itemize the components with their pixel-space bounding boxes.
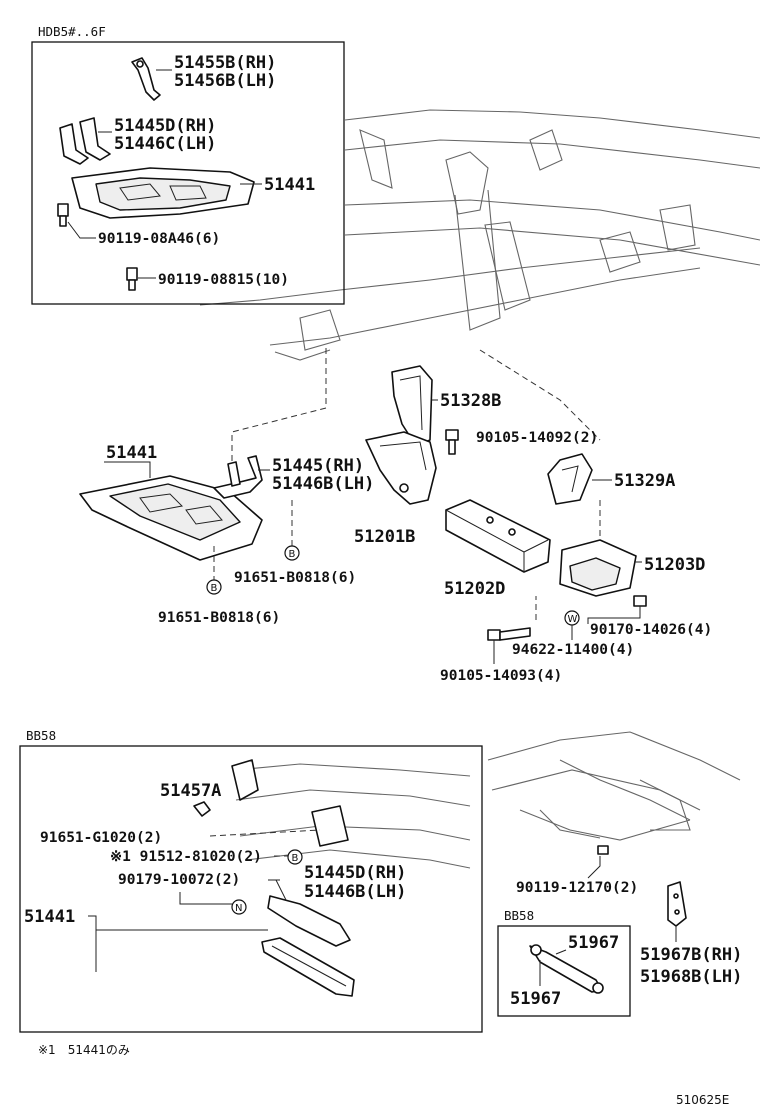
label-90105-14093: 90105-14093(4) <box>440 668 562 684</box>
bolt-90119-12170 <box>597 845 609 855</box>
label-90119-12170: 90119-12170(2) <box>516 880 638 896</box>
chassis-frame-bottom-box <box>231 759 471 869</box>
crossmember-51202d <box>445 499 551 573</box>
sub-variant-box <box>497 925 631 1017</box>
bolt-90105-14092 <box>445 429 459 455</box>
label-90119-08a46: 90119-08A46(6) <box>98 231 220 247</box>
label-51968b-lh: 51968B(LH) <box>640 967 742 987</box>
label-51445-rh: 51445(RH) <box>272 456 364 476</box>
marker-b-bottom <box>287 849 303 865</box>
nut-51457a <box>193 801 211 817</box>
label-51967b-rh: 51967B(RH) <box>640 945 742 965</box>
leader-frame-to-bracket <box>231 348 327 462</box>
bolt-90105-14093 <box>487 627 531 641</box>
bracket-51445 <box>213 455 263 499</box>
chassis-frame-rear <box>487 731 741 841</box>
label-51445d-top: 51445D(RH) <box>114 116 216 136</box>
label-51202d: 51202D <box>444 579 505 599</box>
marker-n <box>231 899 247 915</box>
leader-frame-to-support <box>479 349 601 441</box>
skid-plate-51441-main <box>79 475 263 561</box>
top-variant-label: HDB5#..6F <box>38 24 106 39</box>
leader-91651-g1020 <box>209 829 321 837</box>
label-51329a: 51329A <box>614 471 675 491</box>
label-51446b-lh: 51446B(LH) <box>272 474 374 494</box>
label-91651-b0818-2: 91651-B0818(6) <box>158 610 280 626</box>
label-51967-b: 51967 <box>510 989 561 1009</box>
label-51456b: 51456B(LH) <box>174 71 276 91</box>
label-51446c-top: 51446C(LH) <box>114 134 216 154</box>
drawing-number: 510625E <box>676 1093 729 1107</box>
label-94622-11400: 94622-11400(4) <box>512 642 634 658</box>
bottom-variant-label: BB58 <box>26 728 56 743</box>
marker-b-2-text: B <box>211 583 218 594</box>
label-90179-10072: 90179-10072(2) <box>118 872 240 888</box>
label-90105-14092: 90105-14092(2) <box>476 430 598 446</box>
label-51446b-bottom: 51446B(LH) <box>304 882 406 902</box>
bolt-90119-08a46 <box>57 203 69 227</box>
label-90170-14026: 90170-14026(4) <box>590 622 712 638</box>
skid-plate-51441-top <box>71 167 255 219</box>
skid-plate-51441-bottom <box>261 937 355 997</box>
label-51441-top: 51441 <box>264 175 315 195</box>
label-51441-bottom: 51441 <box>24 907 75 927</box>
bottom-variant-box <box>19 745 483 1033</box>
marker-w-text: W <box>568 614 578 625</box>
bracket-51455b <box>131 57 161 101</box>
label-51445d-bottom: 51445D(RH) <box>304 863 406 883</box>
label-51201b: 51201B <box>354 527 415 547</box>
support-51329a <box>547 453 593 505</box>
bracket-51201b <box>365 431 437 505</box>
marker-b-bottom-text: B <box>292 853 299 864</box>
label-90119-08815: 90119-08815(10) <box>158 272 289 288</box>
label-51967-a: 51967 <box>568 933 619 953</box>
label-51441-main: 51441 <box>106 443 157 463</box>
chassis-frame-upper <box>199 109 760 361</box>
bracket-51445d-bottom <box>267 879 351 947</box>
marker-b-1-text: B <box>289 549 296 560</box>
label-91651-g1020: 91651-G1020(2) <box>40 830 162 846</box>
footnote: ※1 51441のみ <box>38 1043 130 1057</box>
top-variant-box <box>31 41 345 305</box>
marker-b-2 <box>206 579 222 595</box>
label-51455b: 51455B(RH) <box>174 53 276 73</box>
label-91651-b0818-1: 91651-B0818(6) <box>234 570 356 586</box>
mount-51203d <box>559 539 637 597</box>
bracket-51445d <box>59 117 111 165</box>
label-51457a: 51457A <box>160 781 221 801</box>
label-91512-81020: ※1 91512-81020(2) <box>110 849 262 865</box>
bolt-90119-08815 <box>126 267 138 291</box>
label-51328b: 51328B <box>440 391 501 411</box>
label-51203d: 51203D <box>644 555 705 575</box>
marker-b-1 <box>284 545 300 561</box>
bracket-51967b <box>667 881 687 927</box>
sub-variant-label: BB58 <box>504 908 534 923</box>
nut-90170-14026 <box>633 595 647 607</box>
marker-n-text: N <box>235 903 242 914</box>
